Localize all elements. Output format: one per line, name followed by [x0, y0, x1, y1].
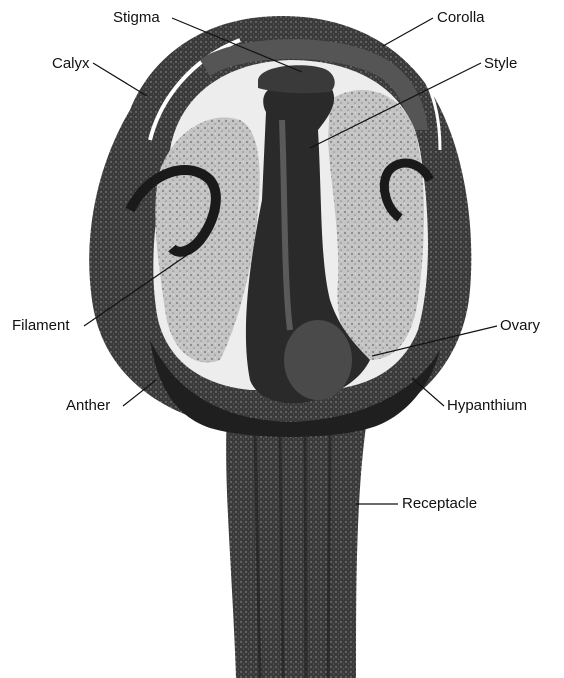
label-corolla-text: Corolla	[437, 9, 485, 26]
receptacle-stalk	[226, 400, 370, 678]
label-ovary-text: Ovary	[500, 317, 541, 334]
label-hypanthium-text: Hypanthium	[447, 397, 527, 414]
label-receptacle-text: Receptacle	[402, 495, 477, 512]
label-stigma-text: Stigma	[113, 9, 160, 26]
label-calyx: Calyx	[52, 55, 147, 96]
ovary-body	[284, 320, 352, 400]
label-filament-text: Filament	[12, 317, 70, 334]
label-corolla: Corolla	[383, 9, 485, 46]
label-anther-text: Anther	[66, 397, 110, 414]
label-hypanthium: Hypanthium	[412, 378, 527, 414]
label-calyx-text: Calyx	[52, 55, 90, 72]
label-receptacle: Receptacle	[356, 495, 477, 512]
anther-right-mass	[328, 90, 424, 360]
label-style-text: Style	[484, 55, 517, 72]
